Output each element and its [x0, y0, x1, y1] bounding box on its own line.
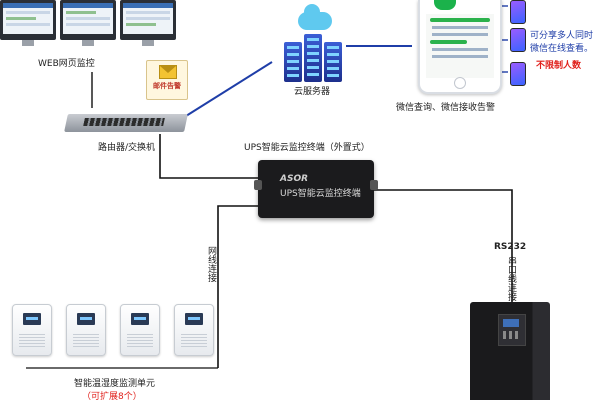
rs232-label: RS232	[494, 242, 527, 252]
smartphone	[418, 0, 502, 94]
ups-cloud-terminal: ASOR UPS智能云监控终端	[254, 160, 378, 218]
share-line-1: 可分享多人同时	[530, 31, 594, 41]
router-switch-label: 路由器/交换机	[98, 143, 156, 153]
sensor-unit-label: 智能温湿度监测单元	[74, 379, 156, 389]
share-line-2: 微信在线查看。	[530, 44, 594, 54]
terminal-title: UPS智能云监控终端（外置式）	[244, 143, 370, 153]
cloud-server-label: 云服务器	[294, 87, 331, 97]
terminal-right-jack	[370, 180, 378, 190]
terminal-brand: ASOR	[280, 174, 309, 184]
sensor-3	[120, 304, 160, 356]
mini-phone-1	[510, 0, 526, 24]
monitor-left	[0, 0, 56, 46]
serial-link-label: 串口线连接	[506, 256, 516, 301]
sensor-1	[12, 304, 52, 356]
terminal-sensor-line	[217, 205, 258, 368]
router-cloud-line	[185, 61, 273, 117]
wechat-query-label: 微信查询、微信接收告警	[396, 103, 496, 113]
monitor-right	[120, 0, 176, 46]
terminal-left-jack	[254, 180, 262, 190]
email-alert-card: 邮件告警	[146, 60, 188, 100]
mini-phone-3	[510, 62, 526, 86]
wechat-notification-icon	[434, 0, 456, 10]
email-alert-label: 邮件告警	[153, 82, 181, 90]
mini-phone-2	[510, 28, 526, 52]
router-switch	[64, 108, 188, 136]
cloud-server	[280, 4, 342, 82]
cloud-icon	[298, 4, 332, 30]
terminal-ups-line	[374, 189, 513, 302]
terminal-face-label: UPS智能云监控终端	[280, 189, 361, 199]
router-terminal-line	[159, 134, 258, 179]
envelope-icon	[159, 65, 177, 79]
sensor-4	[174, 304, 214, 356]
sensor-2	[66, 304, 106, 356]
ups-tower	[470, 302, 550, 400]
web-monitors	[0, 0, 182, 48]
monitor-center	[60, 0, 116, 46]
web-monitor-label: WEB网页监控	[38, 59, 95, 69]
unlimited-label: 不限制人数	[536, 61, 582, 71]
ups-control-panel	[498, 314, 526, 346]
network-link-label: 网线连接	[206, 246, 216, 282]
expandable-label: （可扩展8个）	[82, 392, 142, 402]
